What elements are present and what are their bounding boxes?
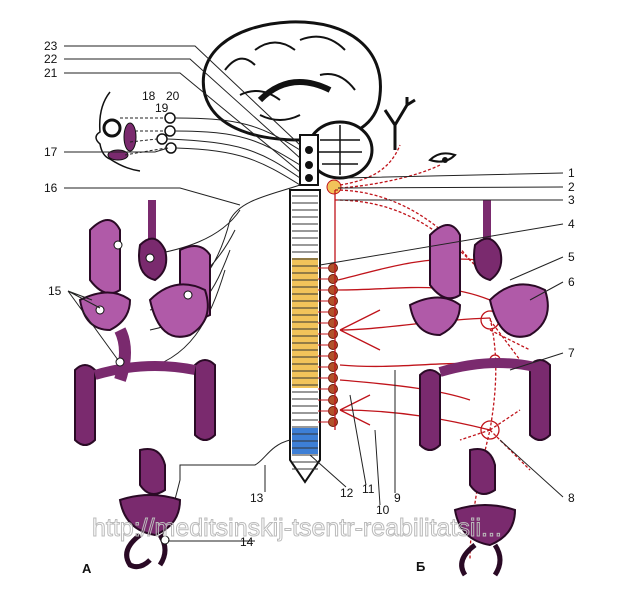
sympathetic-ganglion <box>328 285 338 295</box>
colon-right <box>419 359 551 451</box>
number-labels: 23 22 21 18 19 20 17 16 15 13 14 12 11 1… <box>44 39 575 576</box>
bladder-right <box>453 504 517 547</box>
panel-label-a: А <box>82 561 92 576</box>
label-3: 3 <box>568 193 575 207</box>
label-7: 7 <box>568 346 575 360</box>
organs-left <box>74 200 216 570</box>
leader-lines <box>64 45 564 542</box>
heart-right <box>473 237 503 282</box>
blood-vessel <box>383 97 416 150</box>
label-15: 15 <box>48 284 62 298</box>
panel-label-b: Б <box>416 559 425 574</box>
right-targets <box>339 97 457 189</box>
sympathetic-ganglion <box>328 296 338 306</box>
label-1: 1 <box>568 166 575 180</box>
label-5: 5 <box>568 250 575 264</box>
sympathetic-ganglion <box>328 263 338 273</box>
label-11: 11 <box>362 482 375 496</box>
label-23: 23 <box>44 39 58 53</box>
label-17: 17 <box>44 145 58 159</box>
label-10: 10 <box>376 503 390 517</box>
colon-left <box>74 359 216 446</box>
label-12: 12 <box>340 486 354 500</box>
label-8: 8 <box>568 491 575 505</box>
spinal-cord <box>289 189 321 484</box>
organs-right <box>408 200 551 577</box>
sympathetic-ganglion <box>328 329 338 339</box>
lung-left-a <box>89 219 121 295</box>
eye <box>102 118 122 138</box>
label-14: 14 <box>240 535 254 549</box>
sympathetic-ganglion <box>328 307 338 317</box>
label-21: 21 <box>44 66 58 80</box>
sympathetic-ganglion <box>328 395 338 405</box>
label-6: 6 <box>568 275 575 289</box>
label-20: 20 <box>166 89 180 103</box>
bladder-left <box>118 494 182 537</box>
liver-right <box>408 296 462 337</box>
label-18: 18 <box>142 89 156 103</box>
sympathetic-ganglion <box>328 417 338 427</box>
watermark: http://meditsinskij-tsentr-reabilitatsii… <box>92 514 502 542</box>
sympathetic-ganglion <box>328 340 338 350</box>
stomach-right <box>488 283 549 338</box>
label-9: 9 <box>394 491 401 505</box>
label-19: 19 <box>155 101 169 115</box>
label-4: 4 <box>568 217 575 231</box>
superior-cervical-ganglion <box>326 179 342 195</box>
sympathetic-ganglion <box>328 274 338 284</box>
eye-right <box>428 152 457 163</box>
sympathetic-ganglion <box>328 362 338 372</box>
thoracolumbar-segment <box>292 258 318 388</box>
label-22: 22 <box>44 52 58 66</box>
sympathetic-ganglion <box>328 373 338 383</box>
brain <box>201 20 382 195</box>
liver-left <box>78 291 132 332</box>
parotid-gland <box>123 122 137 152</box>
sympathetic-ganglion <box>328 384 338 394</box>
stomach-left <box>148 283 209 338</box>
label-16: 16 <box>44 181 58 195</box>
sympathetic-ganglion <box>328 351 338 361</box>
label-2: 2 <box>568 180 575 194</box>
brainstem <box>299 134 319 186</box>
sympathetic-ganglion <box>328 318 338 328</box>
sympathetic-ganglion <box>328 406 338 416</box>
label-13: 13 <box>250 491 264 505</box>
